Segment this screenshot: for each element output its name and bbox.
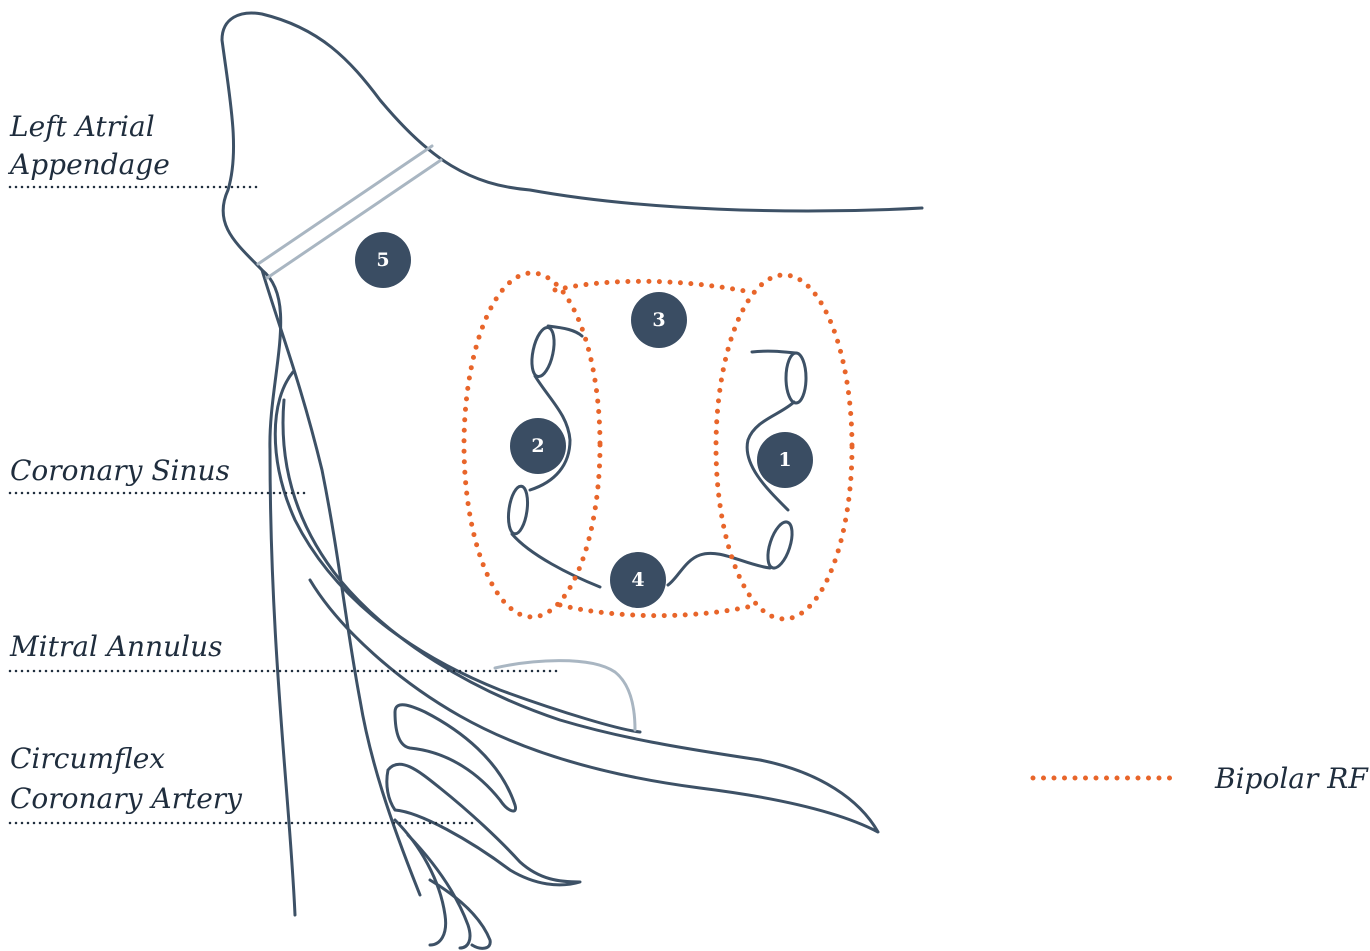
svg-text:3: 3 [652,309,665,331]
rf-lesion-floor [560,605,752,616]
marker-4: 4 [610,552,666,608]
marker-1: 1 [757,432,813,488]
laa-ring [258,146,441,278]
legend: Bipolar RF [1033,762,1369,795]
svg-text:4: 4 [631,569,644,591]
rf-lesion-roof [555,281,750,292]
marker-5: 5 [355,232,411,288]
svg-text:5: 5 [376,249,389,271]
label-mitral-annulus: Mitral Annulus [9,630,223,663]
legend-bipolar-label: Bipolar RF [1214,762,1369,795]
label-left-atrial-appendage-line1: Left Atrial [9,110,155,143]
svg-text:2: 2 [531,435,544,457]
label-left-atrial-appendage-line2: Appendage [7,148,170,181]
label-circumflex-line1: Circumflex [10,742,165,775]
circumflex-branches [387,705,580,949]
marker-2: 2 [510,418,566,474]
label-circumflex-line2: Coronary Artery [10,782,243,815]
label-coronary-sinus: Coronary Sinus [10,454,230,487]
marker-3: 3 [631,292,687,348]
svg-text:1: 1 [778,449,791,471]
